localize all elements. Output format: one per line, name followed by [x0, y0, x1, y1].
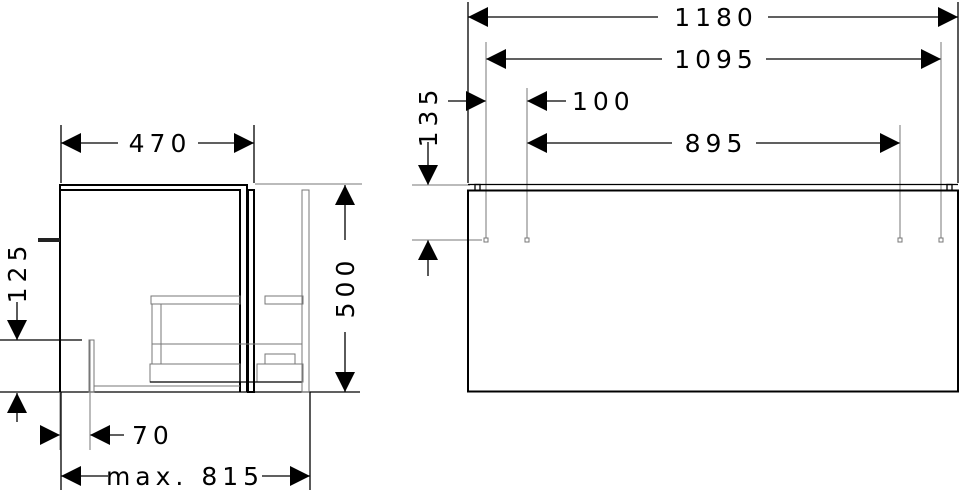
- height-label: 500: [331, 256, 360, 319]
- dimension-895: 895: [527, 129, 900, 158]
- dimension-1180: 1180: [467, 2, 959, 183]
- wall-bracket: [38, 238, 60, 242]
- cabinet-side: [38, 184, 310, 393]
- dimension-70: 70: [40, 340, 174, 450]
- max-depth-label: max. 815: [106, 462, 264, 491]
- inner-width-label: 1095: [674, 45, 758, 74]
- cabinet-front: [467, 183, 959, 393]
- dimension-100: 100: [448, 87, 635, 116]
- mount-spacing-label: 895: [685, 129, 748, 158]
- dimension-500: 500: [255, 183, 362, 392]
- offset-label: 70: [132, 421, 174, 450]
- dimension-125: 125: [0, 241, 360, 422]
- side-offset-label: 100: [572, 87, 635, 116]
- dimension-max-815: max. 815: [60, 392, 311, 491]
- dimension-470: 470: [60, 125, 255, 183]
- depth-label: 470: [129, 129, 192, 158]
- mount-extension-lines: [483, 42, 944, 243]
- side-view: 470 500 125 70: [0, 125, 362, 491]
- drawer-height-label: 125: [3, 241, 32, 304]
- dimension-1095: 1095: [486, 45, 941, 74]
- dimension-135: 135: [412, 85, 482, 276]
- front-view: 1180 1095 895 100 135: [412, 2, 959, 393]
- width-label: 1180: [674, 3, 758, 32]
- top-offset-label: 135: [414, 85, 443, 148]
